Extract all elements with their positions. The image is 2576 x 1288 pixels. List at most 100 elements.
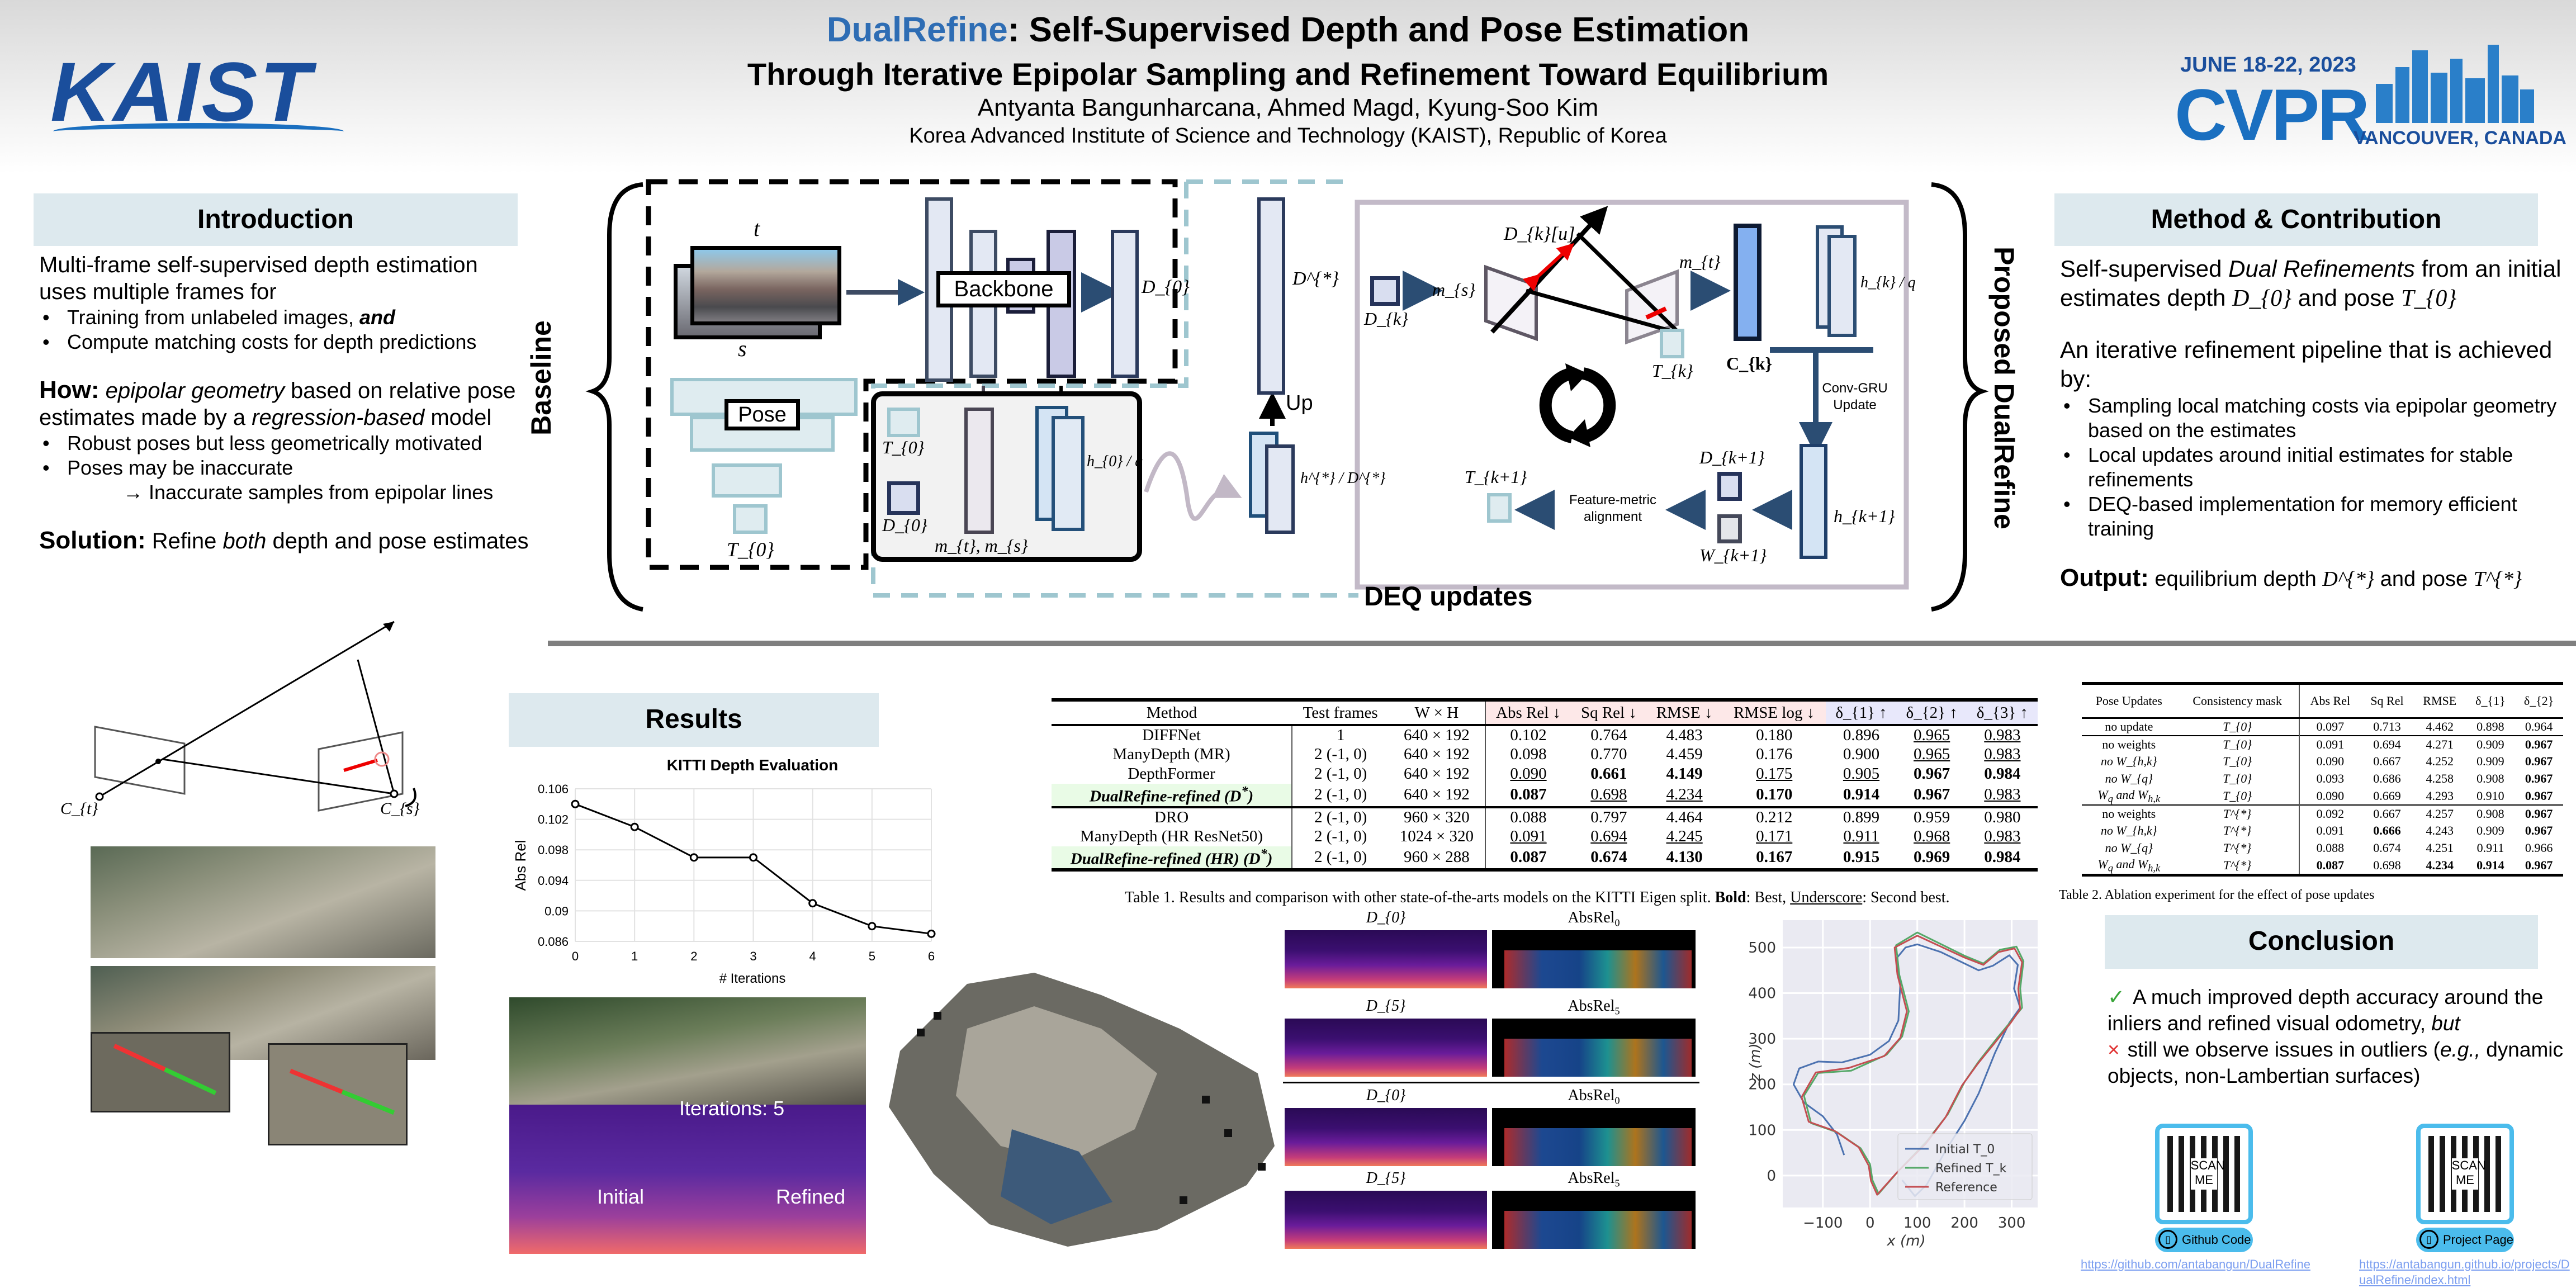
t0-symbol: T_{0} <box>2401 286 2457 311</box>
poster-title-line2: Through Iterative Epipolar Sampling and … <box>747 56 1829 92</box>
bullet-emphasis: and <box>359 306 395 329</box>
github-code-button[interactable]: ▯Github Code <box>2155 1228 2253 1252</box>
deq-updates-label: DEQ updates <box>1364 582 1533 612</box>
depth-map-image <box>1285 1108 1487 1166</box>
cvpr-city: VANCOUVER, CANADA <box>2354 127 2566 149</box>
tstar-symbol: T^{*} <box>2473 567 2522 591</box>
column-header: δ_{1} ↑ <box>1826 700 1897 725</box>
project-page-link[interactable]: https://antabangun.github.io/projects/Du… <box>2359 1257 2570 1287</box>
table-cell: 960 × 288 <box>1389 846 1486 870</box>
intro-how: How: epipolar geometry based on relative… <box>39 377 531 431</box>
table-cell: 0.911 <box>1843 827 1879 845</box>
y-tick-label: 0 <box>1767 1168 1776 1185</box>
method-paragraph: Self-supervised Dual Refinements from an… <box>2060 254 2563 313</box>
table-cell: T_{0} <box>2176 735 2300 753</box>
search-range-arrow <box>1522 243 1575 292</box>
table-cell: 4.257 <box>2426 806 2454 821</box>
cost-volume-block <box>1734 224 1761 341</box>
table-cell: 0.088 <box>1510 808 1547 826</box>
table-cell: 0.967 <box>1914 785 1950 804</box>
refined-label: Refined <box>776 1185 846 1208</box>
y-tick-label: 300 <box>1748 1031 1776 1048</box>
output-text: and pose <box>2374 567 2474 591</box>
hk1-block <box>1800 444 1827 559</box>
table-cell: 0.171 <box>1756 827 1793 845</box>
error-map-label: AbsRel5 <box>1552 1169 1636 1188</box>
table-cell: 0.175 <box>1756 765 1793 783</box>
table-cell: 0.967 <box>2525 806 2553 821</box>
button-label: Project Page <box>2443 1233 2513 1247</box>
solution-text: depth and pose estimates <box>266 529 529 553</box>
table-cell: Wq and Wh,k <box>2097 856 2161 874</box>
table-cell: 2 (-1, 0) <box>1314 745 1367 763</box>
how-text: model <box>424 405 492 430</box>
y-tick-label: 0.098 <box>538 843 569 857</box>
table-cell: 2 (-1, 0) <box>1314 847 1367 866</box>
table2-caption: Table 2. Ablation experiment for the eff… <box>2059 888 2375 902</box>
hkq-label: h_{k} / q <box>1860 274 1916 291</box>
method-bullet: Sampling local matching costs via epipol… <box>2060 394 2563 443</box>
legend-label: Reference <box>1935 1181 1997 1195</box>
intro-bullet: Training from unlabeled images, and <box>39 305 531 330</box>
wk1-block <box>1717 514 1742 543</box>
x-tick-label: 2 <box>690 949 697 963</box>
table-cell: T^{*} <box>2176 822 2300 840</box>
table-row: DualRefine-refined (D*)2 (-1, 0)640 × 19… <box>1052 784 2038 807</box>
poster-header: DualRefine: Self-Supervised Depth and Po… <box>0 0 2576 173</box>
github-link[interactable]: https://github.com/antabangun/DualRefine <box>2081 1257 2310 1271</box>
data-point <box>868 922 877 931</box>
table-cell: ManyDepth (HR ResNet50) <box>1052 826 1293 846</box>
method-body: Self-supervised Dual Refinements from an… <box>2060 254 2563 594</box>
table-cell: 0.908 <box>2476 806 2504 821</box>
pose-label: Pose <box>724 399 800 430</box>
column-header: Pose Updates <box>2095 694 2162 708</box>
dstar-block <box>1257 197 1285 395</box>
table-cell: no weights <box>2102 806 2156 821</box>
conclusion-negative: ×still we observe issues in outliers (e.… <box>2108 1036 2566 1089</box>
table-cell: DepthFormer <box>1052 764 1293 784</box>
match-circle <box>374 751 390 767</box>
qr-text: ME <box>2455 1173 2474 1187</box>
x-tick-label: 3 <box>750 949 756 963</box>
table-cell: 0.914 <box>1843 785 1880 804</box>
table-cell: 0.087 <box>1510 847 1547 866</box>
intro-solution: Solution: Refine both depth and pose est… <box>39 527 531 555</box>
bullet-text: Training from unlabeled images, <box>67 306 359 329</box>
table-cell: 0.170 <box>1756 785 1793 804</box>
depth-map-image <box>1285 1191 1487 1249</box>
table-cell: 0.898 <box>2476 719 2504 734</box>
output-text: equilibrium depth <box>2148 567 2323 591</box>
error-map-image <box>1492 1191 1696 1249</box>
column-header: δ_{3} ↑ <box>1967 700 2038 725</box>
architecture-diagram: Baseline Proposed DualRefine DEQ updates… <box>0 0 2576 626</box>
intro-bullet: Poses may be inaccurate <box>39 456 531 480</box>
qr-text: SCAN <box>2190 1158 2225 1173</box>
dku-label: D_{k}[u] <box>1504 224 1575 244</box>
intro-paragraph: Multi-frame self-supervised depth estima… <box>39 253 478 304</box>
depth-map-label: D_{5} <box>1352 1169 1419 1187</box>
epipolar-segment <box>343 759 378 772</box>
camera-center-t <box>95 792 104 801</box>
table-cell: DualRefine-refined (HR) (D*) <box>1052 846 1293 870</box>
project-page-button[interactable]: ▯Project Page <box>2416 1228 2514 1252</box>
caption-underline: Underscore <box>1790 889 1863 906</box>
legend-box <box>1897 1133 2033 1200</box>
x-tick-label: 5 <box>869 949 875 963</box>
matching-feature-block <box>964 408 994 534</box>
column-header: Consistency mask <box>2176 683 2300 718</box>
table-cell: 0.983 <box>1984 827 2021 845</box>
caption-text: : Second best. <box>1862 889 1950 906</box>
cycle-arrowhead <box>1565 363 1590 447</box>
table-cell: 0.959 <box>1914 808 1950 826</box>
dstar-final-block <box>1265 444 1295 534</box>
tk-block <box>1660 329 1684 358</box>
d0-block <box>1111 230 1139 378</box>
dk1-label: D_{k+1} <box>1699 447 1765 467</box>
table-cell: 0.911 <box>2476 841 2504 855</box>
